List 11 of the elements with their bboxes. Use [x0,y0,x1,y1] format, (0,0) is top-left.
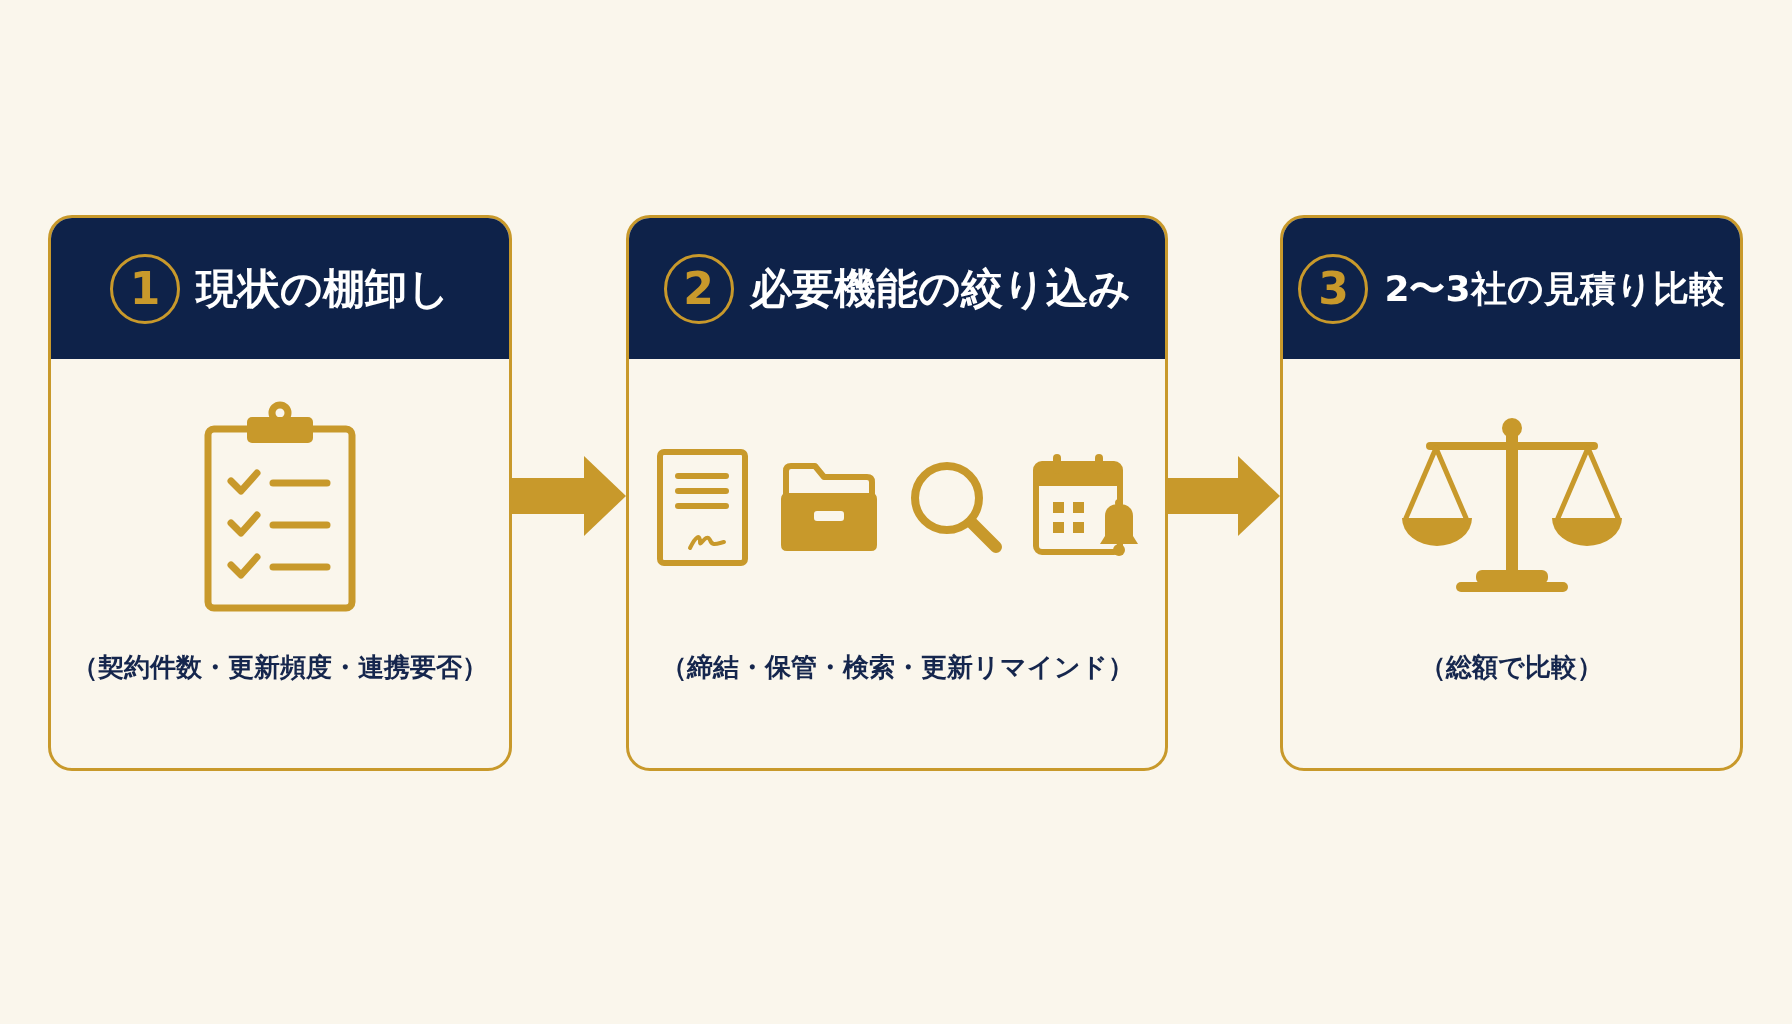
step-description: （契約件数・更新頻度・連携要否） [72,651,488,684]
step-title: 2〜3社の見積り比較 [1384,266,1725,311]
step-description: （総額で比較） [1420,651,1603,684]
step-description: （締結・保管・検索・更新リマインド） [660,651,1134,684]
step-card [626,215,1168,771]
step-title: 必要機能の絞り込み [749,262,1131,315]
arrow [1168,456,1280,536]
step-card [48,215,512,771]
arrow [512,456,626,536]
step-card [1280,215,1743,771]
step-title: 現状の棚卸し [196,262,450,315]
